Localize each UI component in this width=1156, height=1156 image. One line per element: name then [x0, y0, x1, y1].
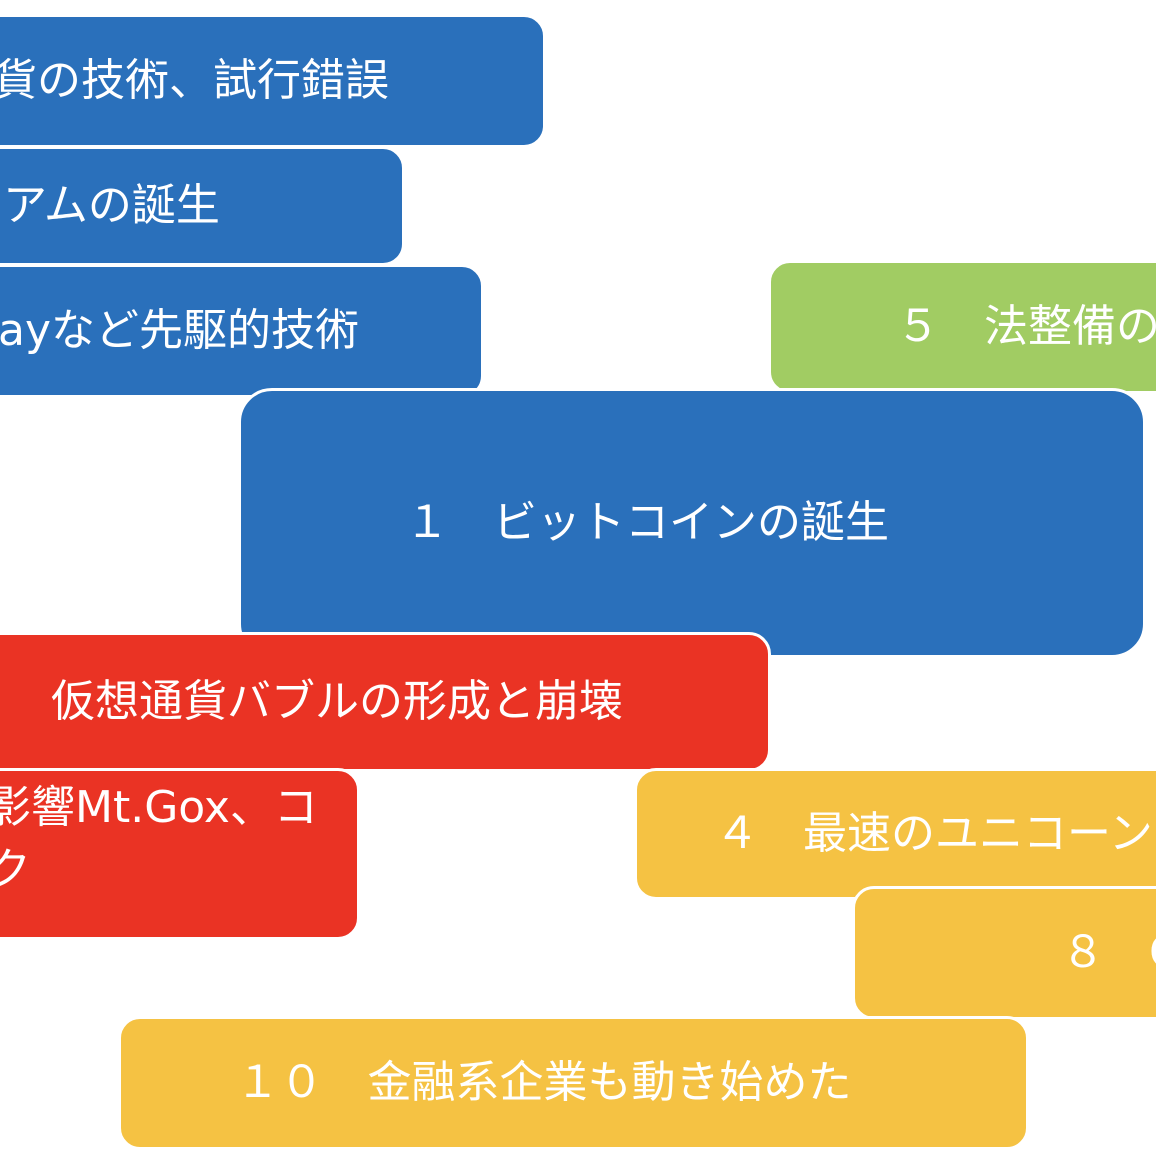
node-item-8: ８ C: [852, 886, 1156, 1020]
node-label-line2: ク: [0, 839, 318, 901]
node-pioneer-tech: ayなど先駆的技術: [0, 264, 484, 398]
node-mtgox-impact: 影響Mt.Gox、コ ク: [0, 768, 360, 940]
node-legal-framework: ５ 法整備の: [768, 260, 1156, 394]
node-label: １ ビットコインの誕生: [405, 497, 889, 548]
node-label: 貨の技術、試行錯誤: [0, 55, 389, 106]
node-bitcoin-birth: １ ビットコインの誕生: [238, 388, 1146, 658]
node-bubble-formation-collapse: 仮想通貨バブルの形成と崩壊: [0, 632, 771, 772]
node-fastest-unicorn: ４ 最速のユニコーン: [634, 768, 1156, 900]
node-label: 仮想通貨バブルの形成と崩壊: [51, 676, 623, 727]
node-label: ５ 法整備の: [896, 301, 1156, 352]
node-crypto-tech-trial: 貨の技術、試行錯誤: [0, 14, 546, 148]
node-label-line1: 影響Mt.Gox、コ: [0, 782, 318, 833]
node-label: １０ 金融系企業も動き始めた: [235, 1057, 852, 1108]
node-label: アムの誕生: [3, 180, 220, 231]
node-label: ４ 最速のユニコーン: [715, 808, 1153, 859]
node-financial-firms: １０ 金融系企業も動き始めた: [118, 1016, 1029, 1150]
node-label: ８ C: [1061, 927, 1156, 978]
node-birth-ethereum: アムの誕生: [0, 146, 405, 266]
node-label: ayなど先駆的技術: [0, 305, 360, 356]
